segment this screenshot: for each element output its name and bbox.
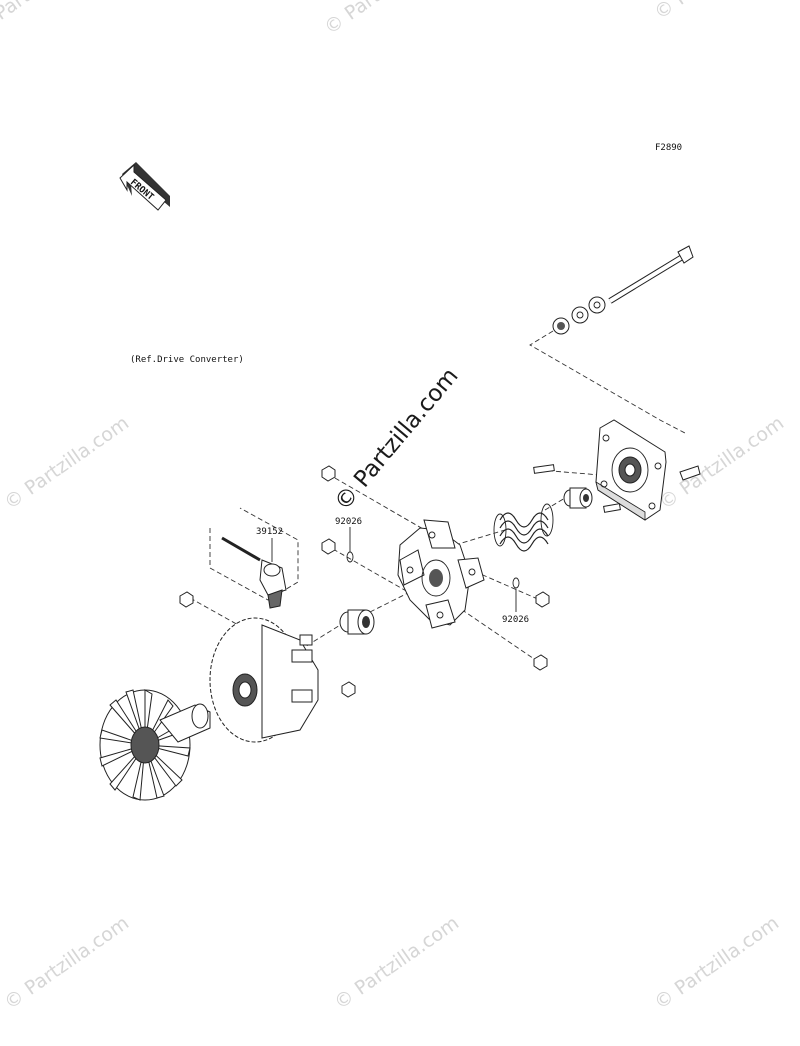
washer-set xyxy=(552,296,606,335)
drive-pulley xyxy=(209,617,319,743)
front-arrow-icon: FRONT xyxy=(119,162,170,211)
watermark-tile: © Partzilla.com xyxy=(330,912,463,1014)
watermark-tile: © Partzilla.com xyxy=(655,412,788,514)
part-label-39152: 39152 xyxy=(256,527,283,537)
spring xyxy=(493,503,554,552)
part-label-92026-right: 92026 xyxy=(502,615,529,625)
label-leaders xyxy=(271,527,517,612)
nuts xyxy=(179,465,550,698)
watermark-tile: © Partzilla.com xyxy=(0,0,103,39)
watermark-tile: © Partzilla.com xyxy=(320,0,453,39)
back-plate xyxy=(595,419,667,521)
cooling-fan xyxy=(99,689,211,801)
watermark-tile: © Partzilla.com xyxy=(650,0,783,24)
spider-cam xyxy=(397,519,485,629)
bushing-center xyxy=(339,609,375,635)
bushing-right xyxy=(563,487,593,509)
long-bolt xyxy=(608,245,694,304)
guide-pins xyxy=(533,464,701,513)
watermark-main: © Partzilla.com xyxy=(330,363,464,516)
part-label-92026-left: 92026 xyxy=(335,517,362,527)
part-39152-weight xyxy=(221,536,287,609)
watermark-tile: © Partzilla.com xyxy=(650,912,783,1014)
figure-code: F2890 xyxy=(655,143,682,153)
watermark-tile: © Partzilla.com xyxy=(0,412,133,514)
watermark-tile: © Partzilla.com xyxy=(0,912,133,1014)
reference-note: (Ref.Drive Converter) xyxy=(130,355,244,365)
